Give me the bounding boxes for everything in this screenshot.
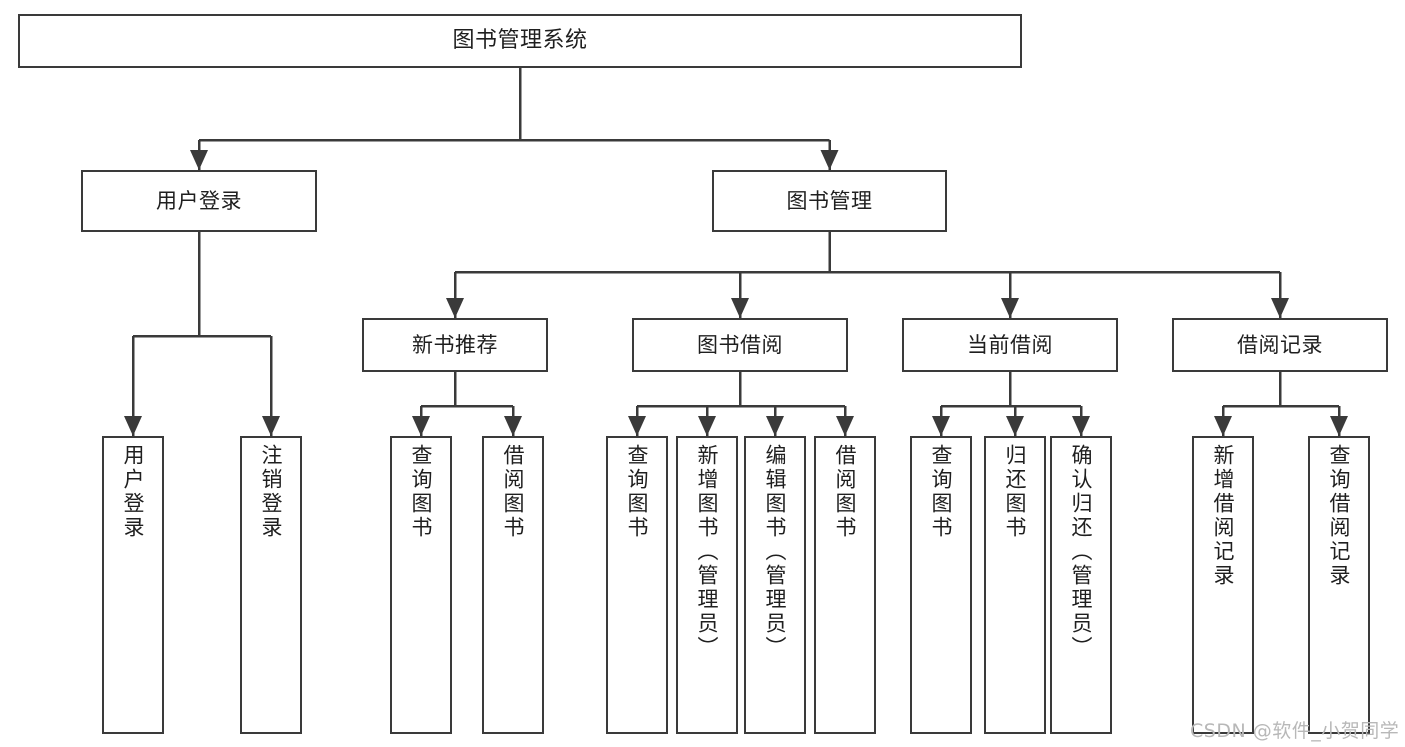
node-label: 查询图书 (409, 444, 434, 540)
node-label: 归还图书 (1003, 444, 1028, 540)
node-l-bk-add: 新增图书（管理员） (676, 436, 738, 734)
arrow-head-icon (190, 150, 208, 170)
node-label: 用户登录 (156, 188, 242, 213)
node-label: 查询借阅记录 (1327, 444, 1352, 588)
node-label: 图书管理系统 (452, 28, 588, 54)
node-label: 借阅图书 (833, 444, 858, 540)
node-label: 借阅图书 (501, 444, 526, 540)
node-root: 图书管理系统 (18, 14, 1022, 68)
node-n-borrow: 图书借阅 (632, 318, 848, 372)
node-n-newrec: 新书推荐 (362, 318, 548, 372)
node-label: 图书管理 (786, 188, 873, 213)
node-n-records: 借阅记录 (1172, 318, 1388, 372)
arrow-head-icon (698, 416, 716, 436)
arrow-head-icon (731, 298, 749, 318)
node-l-bk-edit: 编辑图书（管理员） (744, 436, 806, 734)
node-l-cur-return: 归还图书 (984, 436, 1046, 734)
node-label: 新增图书（管理员） (695, 444, 720, 660)
node-l-bk-borrow: 借阅图书 (814, 436, 876, 734)
node-n-bookmgr: 图书管理 (712, 170, 947, 232)
arrow-head-icon (628, 416, 646, 436)
node-label: 图书借阅 (697, 332, 783, 357)
arrow-head-icon (262, 416, 280, 436)
node-n-current: 当前借阅 (902, 318, 1118, 372)
arrow-head-icon (766, 416, 784, 436)
node-l-rec-query: 查询借阅记录 (1308, 436, 1370, 734)
node-label: 注销登录 (259, 444, 284, 540)
node-l-user-login: 用户登录 (102, 436, 164, 734)
node-label: 当前借阅 (967, 332, 1053, 357)
arrow-head-icon (504, 416, 522, 436)
csdn-watermark: CSDN @软件_小贺同学 (1190, 720, 1400, 742)
node-l-rec-add: 新增借阅记录 (1192, 436, 1254, 734)
node-label: 查询图书 (625, 444, 650, 540)
arrow-head-icon (1271, 298, 1289, 318)
arrow-head-icon (1001, 298, 1019, 318)
node-label: 确认归还（管理员） (1069, 444, 1094, 660)
arrow-head-icon (124, 416, 142, 436)
arrow-head-icon (412, 416, 430, 436)
node-label: 编辑图书（管理员） (763, 444, 788, 660)
node-l-nr-query: 查询图书 (390, 436, 452, 734)
node-label: 新书推荐 (412, 332, 498, 357)
arrow-head-icon (1214, 416, 1232, 436)
arrow-head-icon (446, 298, 464, 318)
node-label: 借阅记录 (1237, 332, 1323, 357)
node-l-cur-query: 查询图书 (910, 436, 972, 734)
node-label: 查询图书 (929, 444, 954, 540)
node-n-login: 用户登录 (81, 170, 317, 232)
node-l-bk-query: 查询图书 (606, 436, 668, 734)
arrow-head-icon (1330, 416, 1348, 436)
node-l-nr-borrow: 借阅图书 (482, 436, 544, 734)
arrow-head-icon (836, 416, 854, 436)
arrow-head-icon (1006, 416, 1024, 436)
arrow-head-icon (820, 150, 839, 170)
arrow-head-icon (1072, 416, 1090, 436)
arrow-head-icon (932, 416, 950, 436)
node-label: 新增借阅记录 (1211, 444, 1236, 588)
node-l-cur-confirm: 确认归还（管理员） (1050, 436, 1112, 734)
node-l-user-logout: 注销登录 (240, 436, 302, 734)
node-label: 用户登录 (121, 444, 146, 540)
